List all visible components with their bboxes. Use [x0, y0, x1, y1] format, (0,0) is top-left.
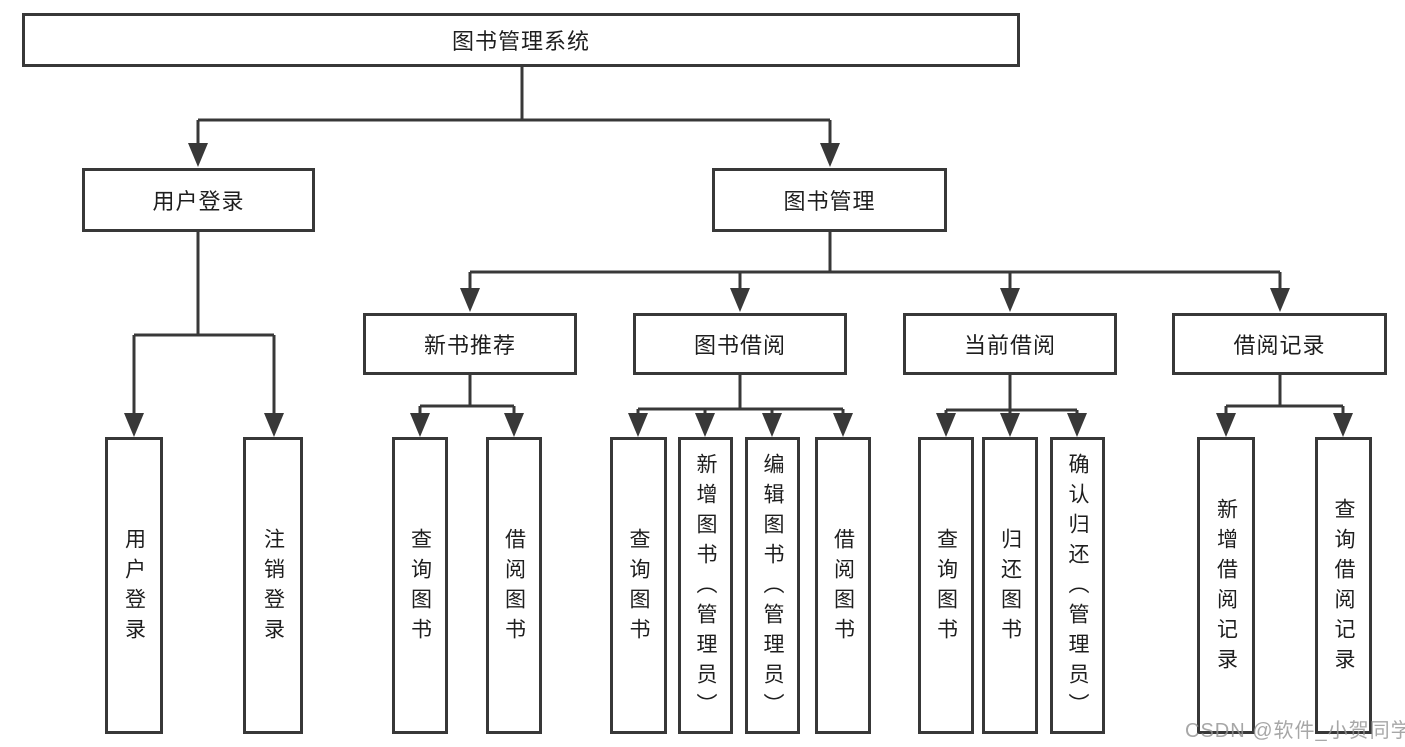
leaf-borrow-books: 借阅图书 — [815, 437, 871, 734]
node-new-book-recommend: 新书推荐 — [363, 313, 577, 375]
leaf-add-books-admin: 新增图书（管理员） — [678, 437, 733, 734]
node-book-management-module: 图书管理 — [712, 168, 947, 232]
node-user-login-module: 用户登录 — [82, 168, 315, 232]
leaf-query-books-borrow: 查询图书 — [610, 437, 667, 734]
leaf-query-borrow-record: 查询借阅记录 — [1315, 437, 1372, 734]
node-library-system: 图书管理系统 — [22, 13, 1020, 67]
leaf-add-borrow-record: 新增借阅记录 — [1197, 437, 1255, 734]
leaf-user-login: 用户登录 — [105, 437, 163, 734]
node-book-borrow: 图书借阅 — [633, 313, 847, 375]
csdn-watermark: CSDN @软件_小贺同学 — [1185, 720, 1405, 742]
leaf-logout: 注销登录 — [243, 437, 303, 734]
leaf-query-books-recommend: 查询图书 — [392, 437, 448, 734]
leaf-confirm-return-admin: 确认归还（管理员） — [1050, 437, 1105, 734]
leaf-return-books: 归还图书 — [982, 437, 1038, 734]
node-current-borrow: 当前借阅 — [903, 313, 1117, 375]
leaf-edit-books-admin: 编辑图书（管理员） — [745, 437, 800, 734]
leaf-borrow-books-recommend: 借阅图书 — [486, 437, 542, 734]
node-borrow-records: 借阅记录 — [1172, 313, 1387, 375]
leaf-query-books-current: 查询图书 — [918, 437, 974, 734]
